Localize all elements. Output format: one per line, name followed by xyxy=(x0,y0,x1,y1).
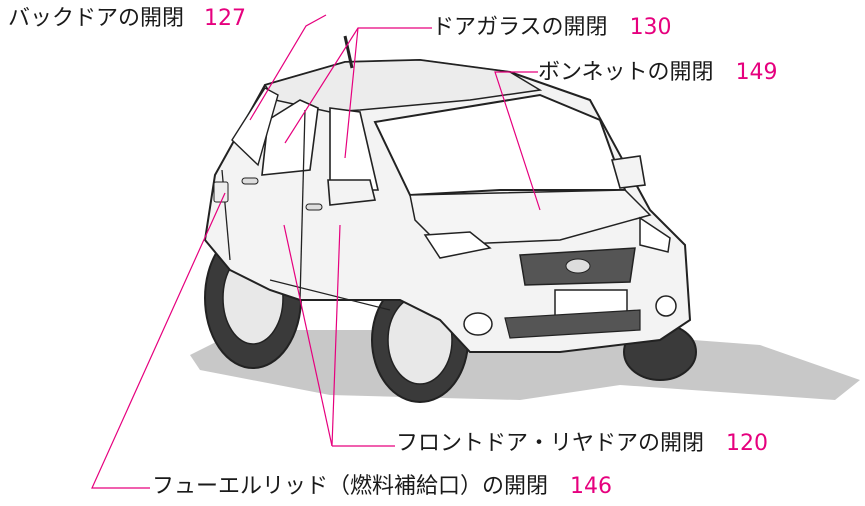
left-headlight xyxy=(423,231,492,259)
rear-door-handle xyxy=(241,177,259,185)
callout-door-glass-page: 130 xyxy=(629,15,672,40)
emblem xyxy=(565,258,591,274)
fuel-lid xyxy=(213,181,229,203)
leader-front-rear-door xyxy=(283,224,333,447)
side-mirror xyxy=(327,179,376,206)
side-trim xyxy=(269,279,391,311)
callout-bonnet: ボンネットの開閉 149 xyxy=(538,62,778,84)
leader-fuel-lid xyxy=(91,192,226,489)
callout-door-glass: ドアガラスの開閉 130 xyxy=(432,17,672,39)
callout-bonnet-page: 149 xyxy=(735,60,778,85)
door-seam-front xyxy=(299,109,306,301)
callout-fuel-lid-page: 146 xyxy=(570,474,613,499)
right-mirror xyxy=(610,155,646,189)
right-fog-lamp xyxy=(655,295,677,317)
leader-door-glass-front xyxy=(344,27,359,159)
right-headlight xyxy=(639,216,671,253)
leader-bonnet xyxy=(494,71,541,211)
callout-back-door-label: バックドアの開閉 xyxy=(8,6,185,31)
callout-front-rear-door-page: 120 xyxy=(726,431,769,456)
lower-grille xyxy=(504,309,641,339)
callout-door-glass-label: ドアガラスの開閉 xyxy=(432,15,608,40)
antenna xyxy=(343,35,354,69)
callout-back-door: バックドアの開閉 127 xyxy=(8,8,246,30)
leader-lines xyxy=(91,14,541,489)
callout-fuel-lid: フューエルリッド（燃料補給口）の開閉 146 xyxy=(152,476,612,498)
callout-fuel-lid-label: フューエルリッド（燃料補給口）の開閉 xyxy=(152,474,549,499)
leader-back-door xyxy=(249,14,327,121)
callout-back-door-page: 127 xyxy=(204,6,247,31)
left-fog-lamp xyxy=(463,312,493,336)
front-door-handle xyxy=(305,203,323,211)
callout-front-rear-door: フロントドア・リヤドアの開閉 120 xyxy=(396,433,768,455)
callout-front-rear-door-label: フロントドア・リヤドアの開閉 xyxy=(396,431,705,456)
back-glass xyxy=(231,87,279,167)
callout-bonnet-label: ボンネットの開閉 xyxy=(538,60,714,85)
leader-front-door xyxy=(331,224,341,447)
